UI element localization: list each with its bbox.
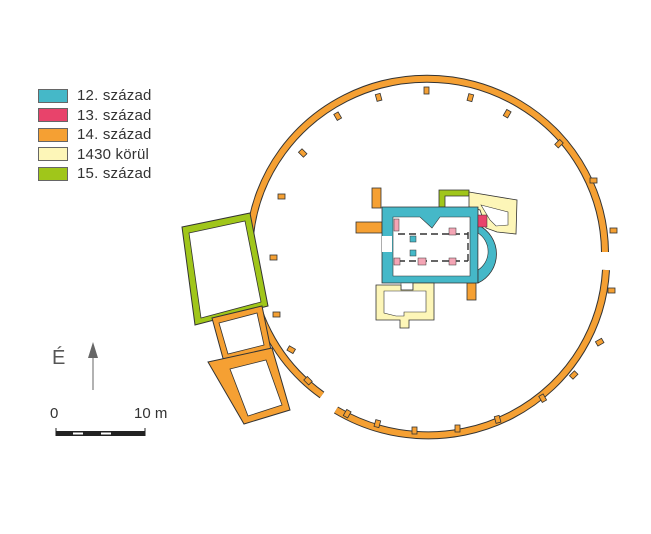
scale-end-label: 10 m xyxy=(134,405,168,422)
legend-item-12th-century: 12. század xyxy=(38,86,152,106)
scale-start-label: 0 xyxy=(50,405,59,422)
legend-label: 14. század xyxy=(77,126,152,144)
legend-swatch-13th-century xyxy=(38,108,68,123)
legend-label: 12. század xyxy=(77,87,152,105)
legend-swatch-circa-1430 xyxy=(38,147,68,162)
legend-label: 1430 körül xyxy=(77,145,150,163)
legend-label: 13. század xyxy=(77,106,152,124)
north-arrow-icon xyxy=(88,342,98,390)
legend-item-circa-1430: 1430 körül xyxy=(38,145,152,165)
annex-15th-century xyxy=(181,212,269,326)
legend-label: 15. század xyxy=(77,165,152,183)
legend-swatch-12th-century xyxy=(38,88,68,103)
legend-item-14th-century: 14. század xyxy=(38,125,152,145)
legend: 12. század 13. század 14. század 1430 kö… xyxy=(38,86,152,184)
legend-swatch-15th-century xyxy=(38,166,68,181)
legend-item-15th-century: 15. század xyxy=(38,164,152,184)
scale-bar xyxy=(55,428,146,436)
legend-swatch-14th-century xyxy=(38,127,68,142)
north-label: É xyxy=(52,347,66,369)
legend-item-13th-century: 13. század xyxy=(38,106,152,126)
church-plan xyxy=(355,187,518,329)
annex-14th-century xyxy=(207,305,291,425)
